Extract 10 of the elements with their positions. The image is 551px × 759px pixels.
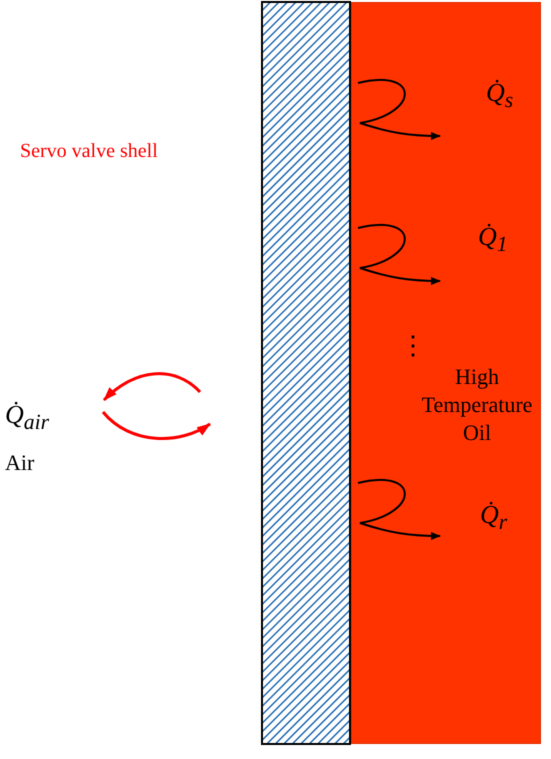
heat-flux-symbol: Q̇$_{s}$ bbox=[486, 78, 514, 114]
heat-flux-symbol: Q̇$_{r}$ bbox=[480, 500, 508, 536]
medium-label: Air bbox=[5, 450, 34, 476]
region-label: High Temperature Oil bbox=[420, 363, 534, 447]
heat-flux-symbol: Q̇$_{1}$ bbox=[478, 222, 508, 258]
heat-flux-symbol: Q̇$_{air}$ bbox=[5, 400, 50, 436]
ellipsis-mark: ⋮ bbox=[400, 330, 426, 361]
oil-region bbox=[351, 2, 541, 744]
part-label: Servo valve shell bbox=[20, 140, 158, 163]
hatched-wall bbox=[261, 1, 351, 745]
